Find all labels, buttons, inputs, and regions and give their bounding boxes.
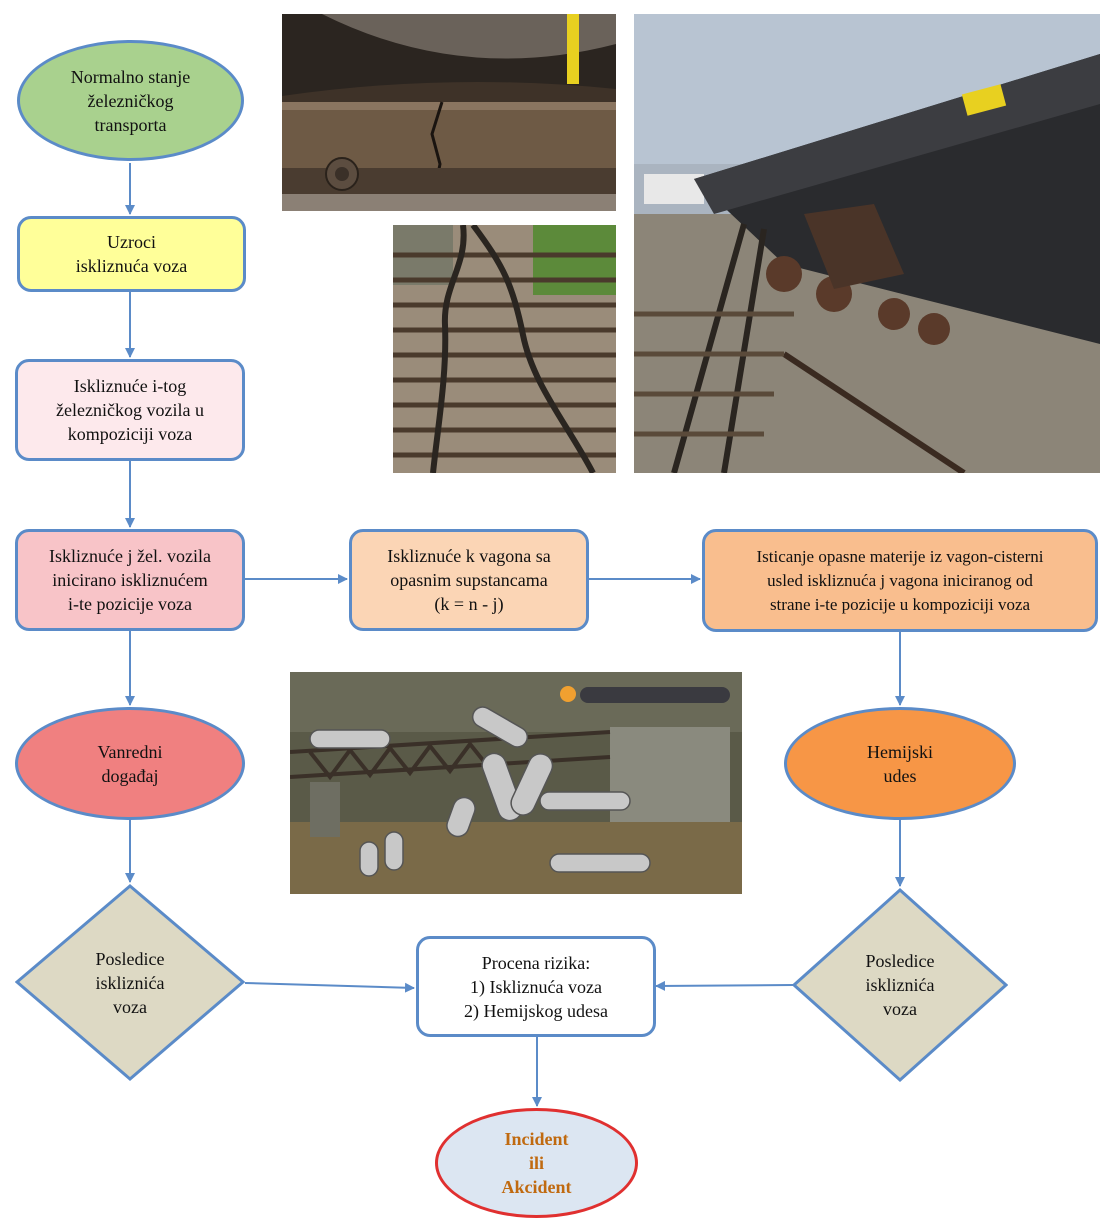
start-state-label: Normalno stanje železničkog transporta [70, 66, 191, 135]
buckled-track-image [393, 225, 616, 473]
hazmat-leak-label: Isticanje opasne materije iz vagon-ciste… [756, 546, 1044, 614]
extraordinary-event-label: Vanredni događaj [97, 741, 163, 786]
risk-assessment-box: Procena rizika: 1) Iskliznuća voza 2) He… [416, 936, 656, 1037]
chemical-accident-ellipse: Hemijski udes [784, 707, 1016, 820]
bridge-wreck-photo [290, 672, 742, 894]
derail-j-label: Iskliznuće j žel. vozila inicirano iskli… [49, 546, 211, 614]
broken-rail-image [282, 14, 616, 211]
bridge-derailment-image [290, 672, 742, 894]
chemical-accident-label: Hemijski udes [867, 741, 933, 786]
hazmat-leak-box: Isticanje opasne materije iz vagon-ciste… [702, 529, 1098, 632]
arrow-consequences-right-to-risk [655, 980, 794, 991]
start-state-ellipse: Normalno stanje železničkog transporta [17, 40, 244, 161]
risk-assessment-label: Procena rizika: 1) Iskliznuća voza 2) He… [464, 952, 608, 1021]
incident-accident-ellipse: Incident ili Akcident [435, 1108, 638, 1218]
extraordinary-event-ellipse: Vanredni događaj [15, 707, 245, 820]
causes-box: Uzroci iskliznuća voza [17, 216, 246, 292]
diamond-shape [15, 884, 245, 1081]
incident-accident-label: Incident ili Akcident [501, 1129, 572, 1197]
derail-i-label: Iskliznuće i-tog železničkog vozila u ko… [56, 376, 204, 444]
arrow-consequences-left-to-risk [244, 982, 415, 993]
causes-label: Uzroci iskliznuća voza [75, 232, 188, 276]
derail-j-box: Iskliznuće j žel. vozila inicirano iskli… [15, 529, 245, 631]
derail-i-box: Iskliznuće i-tog železničkog vozila u ko… [15, 359, 245, 461]
derail-k-box: Iskliznuće k vagona sa opasnim supstanca… [349, 529, 589, 631]
derailed-tanker-photo [634, 14, 1100, 473]
buckled-track-photo [393, 225, 616, 473]
rail-crack-photo [282, 14, 616, 211]
derail-k-label: Iskliznuće k vagona sa opasnim supstanca… [387, 546, 551, 614]
diamond-shape [792, 888, 1008, 1082]
derailed-tank-car-image [634, 14, 1100, 473]
